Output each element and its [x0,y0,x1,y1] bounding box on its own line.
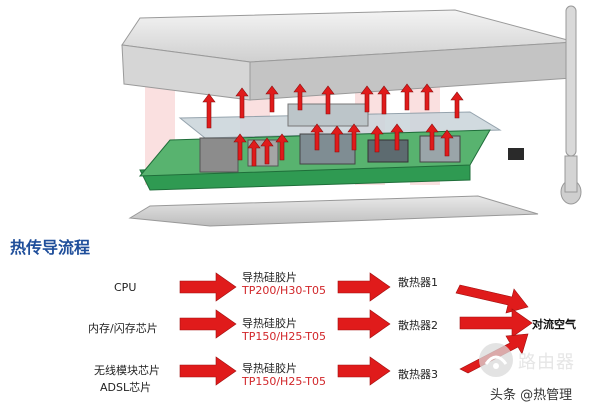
arrow-source-to-material-1 [179,272,237,302]
top-cover [121,9,576,101]
material-spec: TP150/H25-T05 [242,375,326,388]
material-block-3: 导热硅胶片 TP150/H25-T05 [242,362,326,388]
heatsink-2: 散热器2 [398,319,438,332]
arrow-material-to-sink-1 [337,272,391,302]
arrow-sink-to-air-2 [459,308,533,338]
convection-air: 对流空气 [532,318,576,331]
arrow-sink-to-air-1 [455,284,529,314]
material-name: 导热硅胶片 [242,271,297,284]
material-block-1: 导热硅胶片 TP200/H30-T05 [242,271,326,297]
heatsink-1: 散热器1 [398,276,438,289]
watermark-credit: 头条 @热管理 [490,388,573,403]
source-line-adsl: ADSL芯片 [100,381,152,394]
material-name: 导热硅胶片 [242,362,297,375]
bottom-cover [128,195,539,227]
material-name: 导热硅胶片 [242,317,297,330]
exploded-router-illustration [121,5,582,227]
heat-up-arrows [202,83,464,167]
watermark: 路由器 头条 @热管理 [476,340,600,407]
heat-source-cpu: CPU [114,281,137,294]
arrow-source-to-material-2 [179,309,237,339]
arrow-material-to-sink-2 [337,309,391,339]
material-spec: TP150/H25-T05 [242,330,326,343]
section-title: 热传导流程 [10,238,91,257]
antenna [560,5,582,205]
material-block-2: 导热硅胶片 TP150/H25-T05 [242,317,326,343]
arrow-material-to-sink-3 [337,356,391,386]
material-spec: TP200/H30-T05 [242,284,326,297]
heatsink-3: 散热器3 [398,368,438,381]
source-line-wireless: 无线模块芯片 [94,364,160,377]
arrow-source-to-material-3 [179,356,237,386]
heat-source-wireless-adsl: 无线模块芯片 ADSL芯片 [94,362,160,396]
router-logo-icon [479,343,513,377]
pcb-board [138,103,524,191]
heat-source-memory-flash: 内存/闪存芯片 [88,322,158,335]
watermark-logo-text: 路由器 [518,352,575,373]
flow-arrows [179,272,533,386]
